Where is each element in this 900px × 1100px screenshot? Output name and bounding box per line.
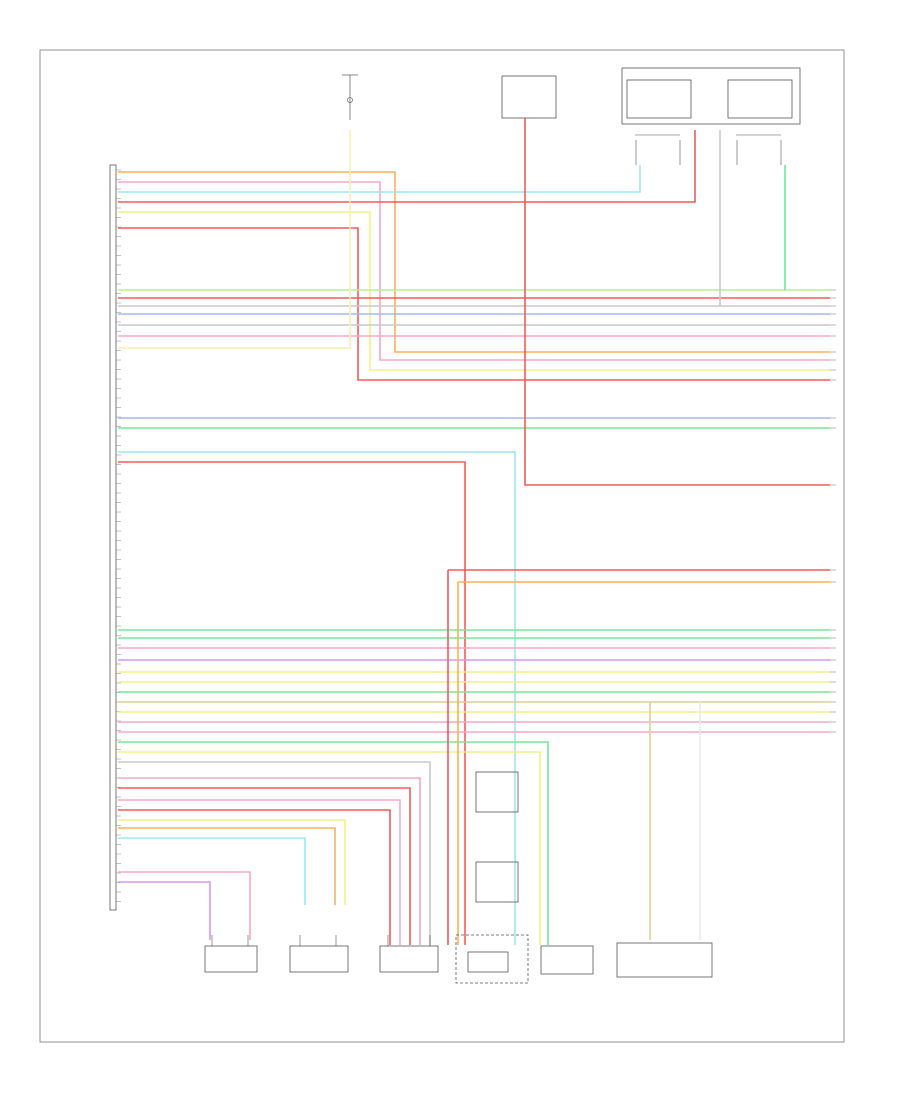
wire-cyan xyxy=(118,837,306,905)
wire-red xyxy=(524,118,830,486)
diagram-frame xyxy=(39,49,845,1043)
wire-pink xyxy=(118,799,401,945)
right-edge-terminals xyxy=(830,289,836,733)
relay-block-left xyxy=(626,79,692,119)
wire-red xyxy=(118,227,830,381)
wire-gray xyxy=(118,761,431,945)
wire-yellow xyxy=(118,211,830,371)
bottom-components xyxy=(204,771,713,984)
wire-pink xyxy=(118,777,421,945)
wire-harness xyxy=(118,118,830,945)
wire-yellow xyxy=(118,819,346,905)
wire-cyan xyxy=(118,451,516,945)
top-fuse-box xyxy=(501,75,557,119)
rf-seat-belt-sensor xyxy=(204,935,258,973)
module-connector xyxy=(109,164,117,911)
connector-pins xyxy=(116,169,121,902)
relay-contacts xyxy=(635,134,782,165)
rf-side-airbag xyxy=(379,935,439,973)
lf-seat-sensor xyxy=(616,942,713,978)
wire-cyan xyxy=(118,165,641,193)
wire-orange xyxy=(118,827,336,905)
wire-red xyxy=(118,787,411,945)
pass-seat-belt-sensor xyxy=(289,935,349,973)
wire-yellow xyxy=(118,751,541,945)
airbag-relay-module xyxy=(621,67,801,125)
top-switch xyxy=(342,74,358,120)
relay-block-right xyxy=(727,79,793,119)
wire-green xyxy=(118,741,549,945)
wire-orange xyxy=(118,171,830,353)
wire-lightyellow xyxy=(118,130,351,349)
wire-pink xyxy=(118,871,251,940)
wire-red xyxy=(118,809,391,945)
wire-pink xyxy=(118,181,830,361)
lf-side-airbag-retractor xyxy=(455,771,529,984)
lf-side-airbag xyxy=(540,945,594,975)
wire-violet xyxy=(118,881,211,940)
wire-red xyxy=(118,461,466,945)
wire-red xyxy=(118,130,696,203)
